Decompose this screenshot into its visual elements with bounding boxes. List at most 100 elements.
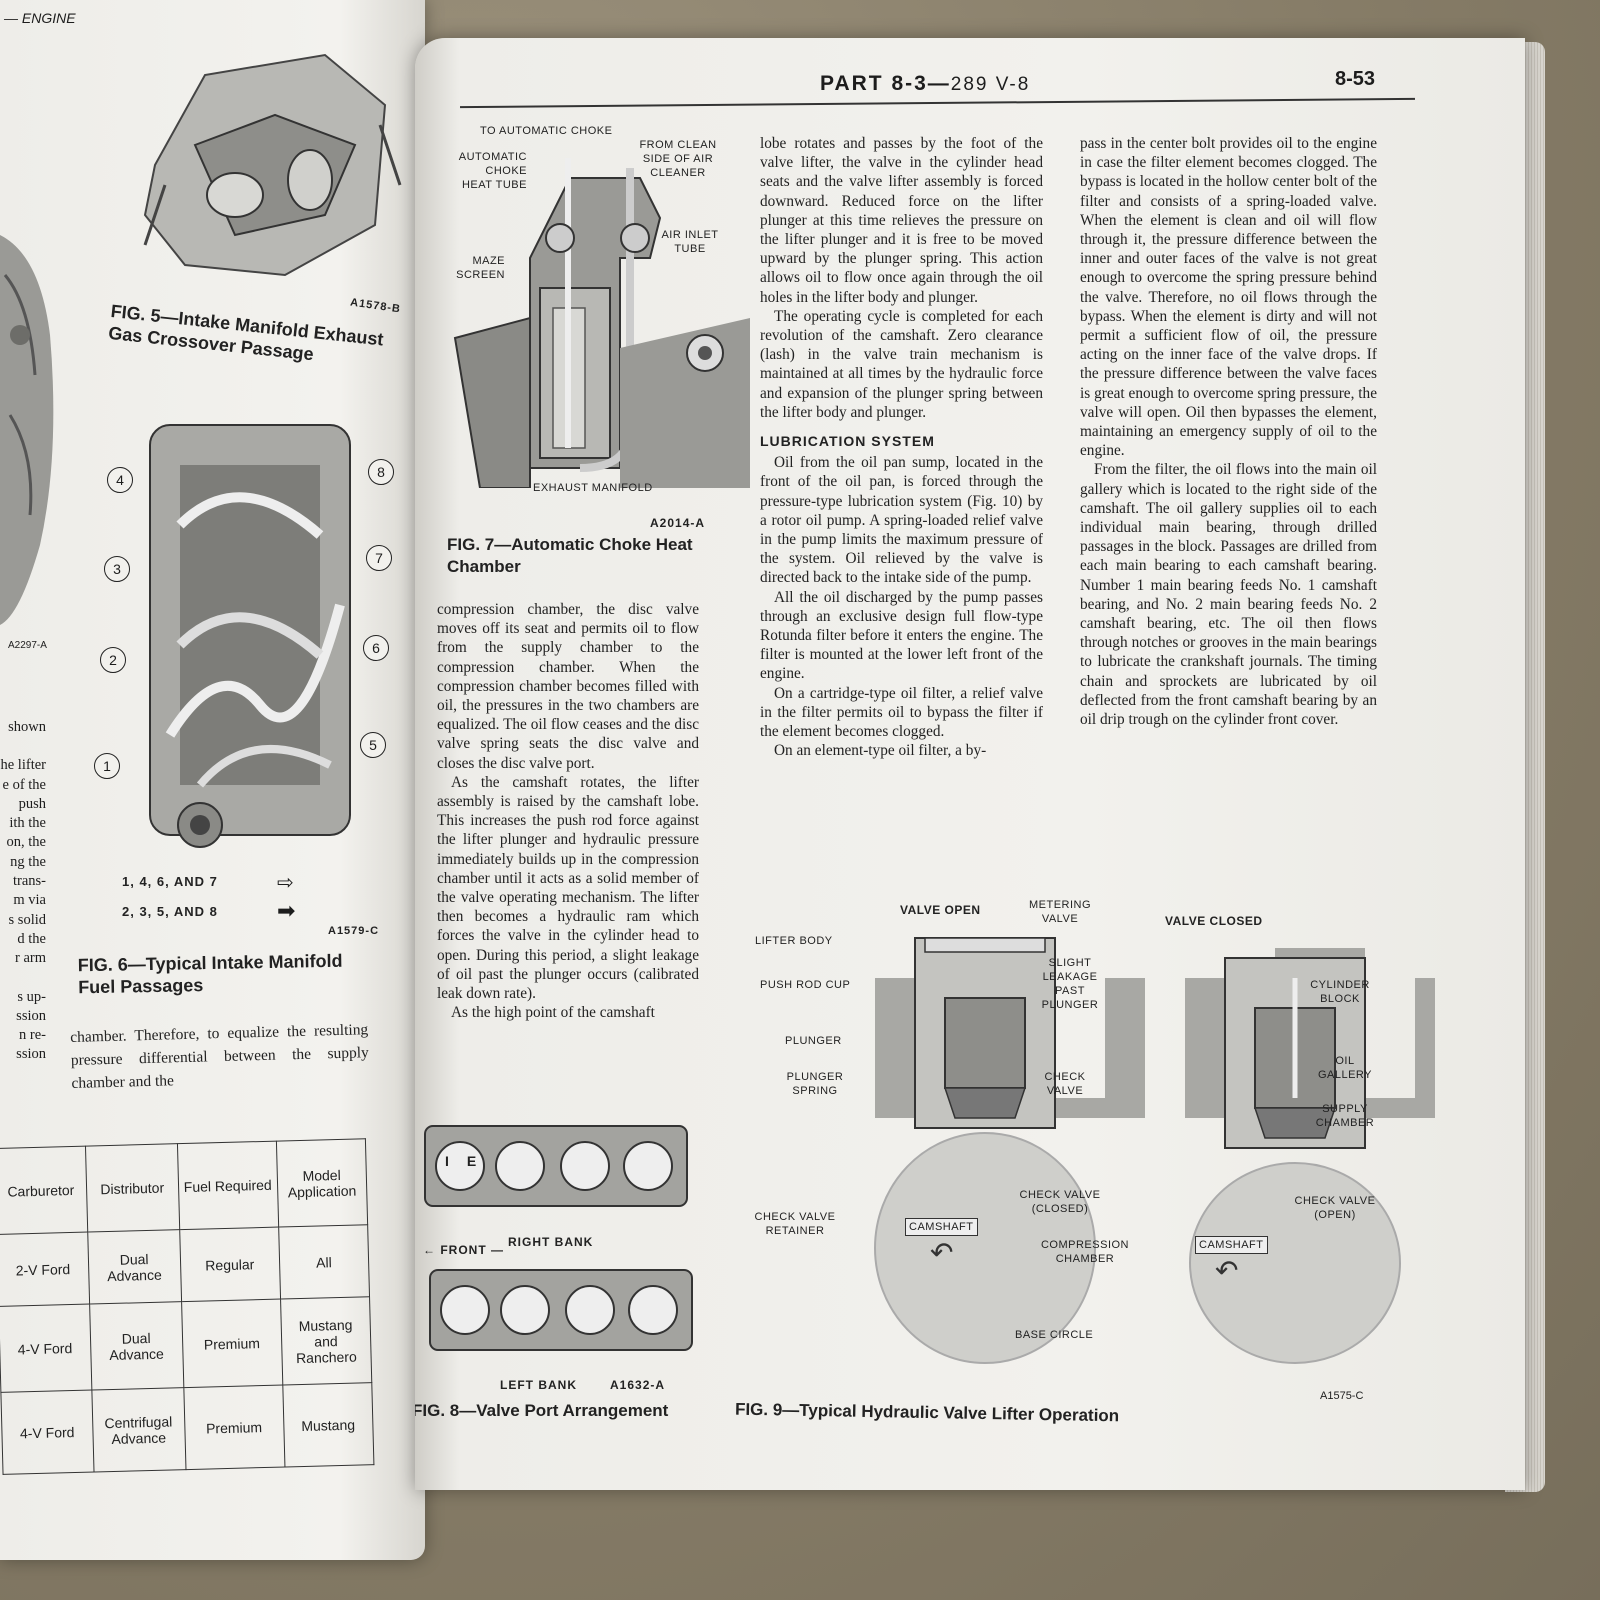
fig9-label-oil-gallery: OIL GALLERY bbox=[1317, 1055, 1373, 1081]
cell: Premium bbox=[181, 1299, 283, 1388]
fragment: e of the bbox=[2, 776, 46, 793]
fragment: n re- bbox=[19, 1027, 46, 1044]
fig9-label-compression-chamber: COMPRESSION CHAMBER bbox=[1040, 1239, 1129, 1265]
callout-6: 6 bbox=[363, 635, 389, 661]
open-arrow-icon: ⇨ bbox=[277, 872, 294, 894]
cell: 2-V Ford bbox=[0, 1232, 90, 1307]
fig9-label-base-circle: BASE CIRCLE bbox=[1015, 1329, 1094, 1341]
callout-1: 1 bbox=[94, 753, 120, 779]
paragraph: All the oil discharged by the pump passe… bbox=[760, 588, 1043, 683]
right-page: PART 8-3—289 V-8 8-53 TO AUTOMATIC CHOKE… bbox=[415, 38, 1525, 1490]
header-part: PART 8-3 bbox=[820, 72, 928, 95]
fig6-code: A1579-C bbox=[328, 925, 380, 937]
running-head: — ENGINE bbox=[4, 10, 76, 26]
col-header-carburetor: Carburetor bbox=[0, 1146, 88, 1235]
text-column-2: lobe rotates and passes by the foot of t… bbox=[760, 134, 1043, 761]
col-header-model: Model Application bbox=[276, 1138, 368, 1228]
fig9-code: A1575-C bbox=[1320, 1390, 1364, 1402]
intake-port-letter: I bbox=[445, 1153, 467, 1169]
fig6-caption-line1: FIG. 6—Typical Intake Manifold bbox=[77, 950, 343, 976]
fig8-caption: FIG. 8—Valve Port Arrangement bbox=[415, 1401, 669, 1420]
table-row: 4-V Ford Dual Advance Premium Mustang an… bbox=[0, 1296, 372, 1393]
page-number: 8-53 bbox=[1335, 68, 1376, 90]
cell: Regular bbox=[179, 1227, 281, 1302]
fig9-label-push-rod-cup: PUSH ROD CUP bbox=[760, 979, 851, 991]
solid-arrow-icon: ➡ bbox=[277, 898, 296, 923]
fig8-front-label: ← FRONT — bbox=[423, 1243, 505, 1257]
paragraph: Oil from the oil pan sump, located in th… bbox=[760, 454, 1043, 587]
fig9-label-plunger: PLUNGER bbox=[785, 1035, 842, 1047]
fig8-left-bank-label: LEFT BANK bbox=[500, 1378, 577, 1392]
cell: All bbox=[278, 1224, 370, 1300]
fig9-lifter-illustration bbox=[874, 937, 1435, 1364]
fragment: s solid bbox=[8, 911, 46, 928]
fig9-camshaft-left: CAMSHAFT bbox=[905, 1218, 978, 1236]
fragment: he lifter bbox=[0, 757, 47, 774]
fig9-label-slight-leakage: SLIGHT LEAKAGE PAST PLUNGER bbox=[1041, 957, 1099, 1011]
fig7-code: A2014-A bbox=[650, 516, 706, 530]
callout-5: 5 bbox=[360, 732, 386, 758]
callout-8: 8 bbox=[368, 459, 394, 485]
fig9-label-metering-valve: METERING VALVE bbox=[1028, 899, 1092, 925]
fig7-caption: FIG. 7—Automatic Choke Heat Chamber bbox=[447, 534, 693, 578]
fig9-camshaft-right: CAMSHAFT bbox=[1195, 1236, 1268, 1254]
cell: Centrifugal Advance bbox=[91, 1387, 186, 1473]
fig7-choke-illustration bbox=[453, 158, 750, 488]
fig7-label-inlet-tube: AIR INLET TUBE bbox=[661, 229, 719, 255]
fragment: trans- bbox=[12, 873, 46, 890]
left-body-text: chamber. Therefore, to equalize the resu… bbox=[70, 1021, 370, 1092]
engine-illustration bbox=[0, 235, 54, 625]
fig5-code: A1578-B bbox=[349, 296, 402, 316]
fragment: shown bbox=[8, 719, 46, 735]
fig7-caption-line1: FIG. 7—Automatic Choke Heat bbox=[447, 535, 693, 554]
page-header: PART 8-3—289 V-8 bbox=[820, 72, 1030, 96]
fig9-valve-open: VALVE OPEN bbox=[900, 903, 981, 917]
header-rule bbox=[460, 97, 1415, 109]
fig5-manifold-illustration bbox=[143, 53, 402, 277]
paragraph: From the filter, the oil flows into the … bbox=[1080, 461, 1377, 729]
fig9-label-cylinder-block: CYLINDER BLOCK bbox=[1310, 979, 1370, 1005]
legend-solid-label: 2, 3, 5, AND 8 bbox=[122, 904, 218, 919]
cell: 4-V Ford bbox=[0, 1390, 94, 1475]
text-column-3: pass in the center bolt provides oil to … bbox=[1080, 134, 1377, 729]
fig8-right-bank-label: RIGHT BANK bbox=[508, 1235, 594, 1249]
fig9-label-check-valve-retainer: CHECK VALVE RETAINER bbox=[754, 1211, 836, 1237]
text-column-1: compression chamber, the disc valve move… bbox=[437, 600, 699, 1022]
fragment: push bbox=[18, 795, 46, 812]
lubrication-heading: LUBRICATION SYSTEM bbox=[760, 433, 935, 450]
callout-7: 7 bbox=[366, 545, 392, 571]
right-bank-ports: IE bbox=[445, 1153, 494, 1169]
paragraph: compression chamber, the disc valve move… bbox=[437, 601, 699, 772]
callout-2: 2 bbox=[100, 647, 126, 673]
fig7-label-heat-tube: AUTOMATIC CHOKE HEAT TUBE bbox=[458, 151, 527, 191]
fig6-caption-line2: Fuel Passages bbox=[78, 975, 204, 998]
fig9-label-plunger-spring: PLUNGER SPRING bbox=[786, 1071, 844, 1097]
fragment: ssion bbox=[16, 1007, 46, 1024]
fig6-caption: FIG. 6—Typical Intake Manifold Fuel Pass… bbox=[78, 950, 343, 999]
callout-4: 4 bbox=[107, 467, 133, 493]
fragment: r arm bbox=[15, 950, 46, 967]
callout-3: 3 bbox=[104, 556, 130, 582]
rotation-arrow-icon: ↶ bbox=[1215, 1256, 1239, 1287]
cell: Mustang bbox=[282, 1382, 374, 1468]
engine-spec-table: Carburetor Distributor Fuel Required Mod… bbox=[0, 1138, 374, 1475]
margin-fragments: shown he lifter e of the push ith the on… bbox=[0, 718, 47, 1065]
fig7-caption-line2: Chamber bbox=[447, 557, 521, 576]
fig7-label-from-cleaner: FROM CLEAN SIDE OF AIR CLEANER bbox=[639, 139, 717, 179]
paragraph: On a cartridge-type oil filter, a relief… bbox=[760, 684, 1043, 741]
fragment: ssion bbox=[16, 1046, 46, 1063]
paragraph: pass in the center bolt provides oil to … bbox=[1080, 135, 1377, 460]
fragment: m via bbox=[13, 892, 46, 909]
paragraph: The operating cycle is completed for eac… bbox=[760, 307, 1043, 421]
engine-code: A2297-A bbox=[8, 640, 47, 651]
col-header-fuel: Fuel Required bbox=[177, 1141, 279, 1230]
table-row: 2-V Ford Dual Advance Regular All bbox=[0, 1224, 370, 1307]
front-text: FRONT bbox=[440, 1243, 487, 1257]
paragraph: On an element-type oil filter, a by- bbox=[774, 742, 987, 760]
cell: Dual Advance bbox=[89, 1301, 184, 1391]
legend-open-label: 1, 4, 6, AND 7 bbox=[122, 874, 218, 889]
cell: 4-V Ford bbox=[0, 1304, 92, 1393]
fragment: ith the bbox=[9, 815, 46, 832]
header-engine: 289 V-8 bbox=[950, 74, 1031, 95]
